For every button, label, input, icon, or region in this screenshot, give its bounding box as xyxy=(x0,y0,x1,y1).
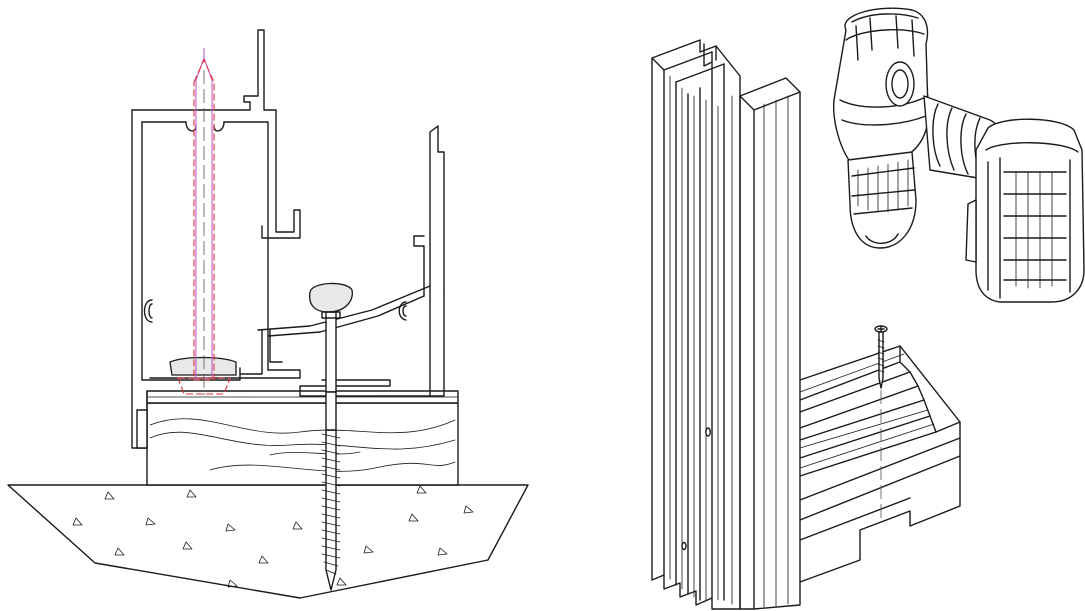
screw-icon xyxy=(874,325,888,520)
isometric-assembly-view xyxy=(651,7,1085,610)
outer-frame-profile xyxy=(131,29,301,449)
timber-sill xyxy=(146,402,459,486)
screw-icon xyxy=(321,311,341,591)
concrete-slab xyxy=(7,484,529,599)
horizontal-sill-profile xyxy=(799,345,961,583)
sill-gasket xyxy=(169,356,237,376)
side-seal xyxy=(136,409,148,449)
cordless-drill-icon xyxy=(832,7,1085,303)
vertical-profile xyxy=(651,39,741,610)
section-detail xyxy=(7,29,529,599)
screw-head-seal xyxy=(308,282,353,313)
inner-frame-profile xyxy=(239,125,445,397)
hidden-fastener xyxy=(177,48,231,395)
cladding-profile xyxy=(739,77,801,610)
